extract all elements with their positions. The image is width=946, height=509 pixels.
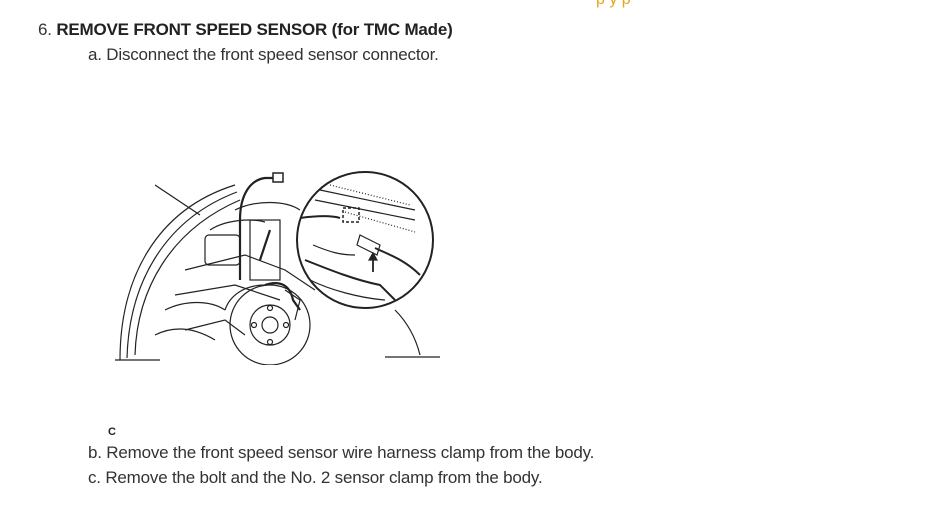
instruction-c: c. Remove the bolt and the No. 2 sensor … bbox=[88, 468, 543, 487]
instruction-a: a. Disconnect the front speed sensor con… bbox=[88, 45, 439, 64]
speed-sensor-illustration bbox=[115, 171, 440, 365]
step-number: 6. bbox=[38, 20, 52, 39]
step-title: REMOVE FRONT SPEED SENSOR (for TMC Made) bbox=[56, 20, 453, 39]
figure-caption: C bbox=[108, 426, 116, 438]
step-heading: 6. REMOVE FRONT SPEED SENSOR (for TMC Ma… bbox=[38, 20, 453, 40]
instruction-b: b. Remove the front speed sensor wire ha… bbox=[88, 443, 595, 462]
cut-off-header-fragment: p y p bbox=[596, 0, 631, 9]
